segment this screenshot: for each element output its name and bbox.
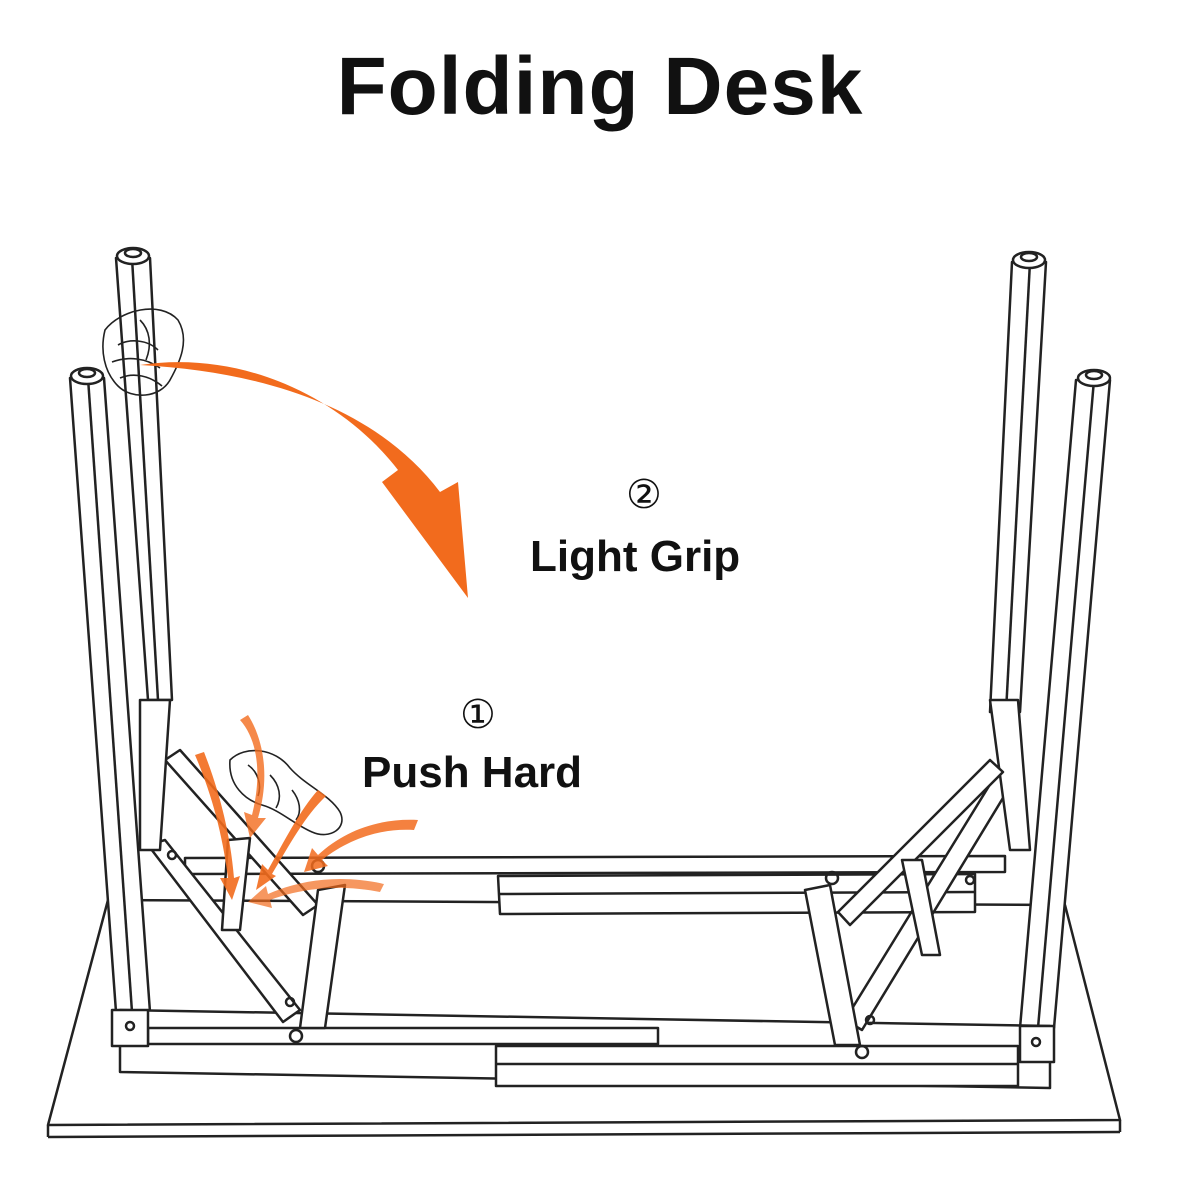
- right-folding-brace: [803, 698, 1032, 1060]
- step-1-label: Push Hard: [362, 748, 583, 797]
- hand-grip-icon: [102, 308, 185, 396]
- leg-left-back: [114, 246, 174, 702]
- curved-arrow-icon: [140, 362, 468, 598]
- step-2-number: ②: [626, 472, 662, 518]
- front-rail: [110, 1008, 1056, 1090]
- leg-right-back: [988, 250, 1048, 714]
- left-folding-brace: [138, 698, 347, 1044]
- push-arrow-icon: [195, 715, 418, 908]
- page-title: Folding Desk: [336, 41, 864, 132]
- step-1-number: ①: [460, 692, 496, 738]
- step-2-label: Light Grip: [530, 532, 741, 581]
